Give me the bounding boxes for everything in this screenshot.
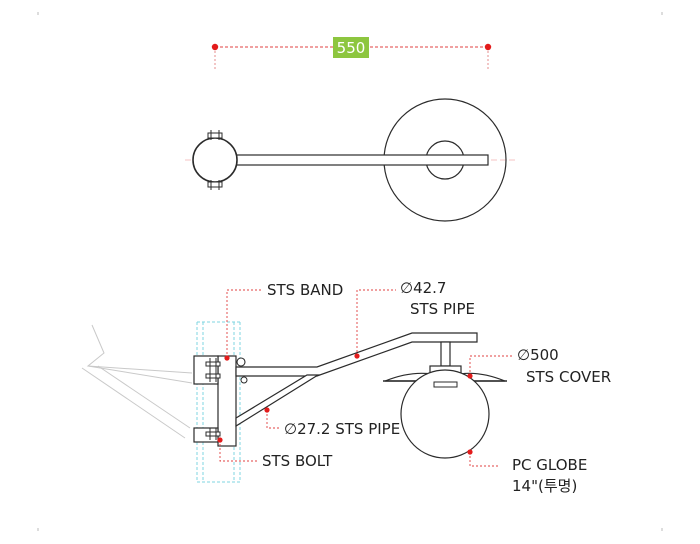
label-brace-pipe: ∅27.2 STS PIPE	[284, 420, 400, 438]
dim-point-right	[484, 43, 492, 51]
side-view: STS BAND ∅42.7 STS PIPE ∅500 STS COVER ∅…	[81, 279, 611, 495]
pc-globe	[400, 369, 490, 459]
dimension-badge	[333, 37, 369, 58]
ghost-arm	[81, 324, 193, 439]
brace-pipe	[235, 374, 321, 428]
band-clamp-top	[192, 137, 238, 183]
label-pc-globe: PC GLOBE	[512, 456, 587, 474]
label-globe-size: 14"(투명)	[512, 477, 577, 495]
dimension-label: 550	[337, 39, 366, 57]
crop-marks	[37, 12, 663, 531]
top-view: 550	[185, 37, 515, 222]
label-cover-diameter: ∅500	[517, 346, 559, 364]
pivot-ring-2	[240, 376, 248, 384]
arm-pipe-top	[235, 154, 489, 166]
band-lugs-top	[207, 130, 223, 190]
pivot-ring	[236, 357, 246, 367]
callouts	[219, 289, 512, 467]
globe-neck	[433, 381, 458, 388]
bolts	[205, 358, 221, 440]
band-block-top	[193, 355, 219, 385]
label-pipe-diameter: ∅42.7	[400, 279, 446, 297]
dim-point-left	[211, 43, 219, 51]
mount-plate	[217, 355, 237, 447]
label-sts-bolt: STS BOLT	[262, 452, 333, 470]
label-sts-pipe: STS PIPE	[410, 300, 475, 318]
label-sts-band: STS BAND	[267, 281, 343, 299]
dimension-550: 550	[211, 37, 492, 70]
drop-pipe	[440, 341, 451, 367]
callout-dots	[217, 353, 473, 455]
label-sts-cover: STS COVER	[526, 368, 611, 386]
